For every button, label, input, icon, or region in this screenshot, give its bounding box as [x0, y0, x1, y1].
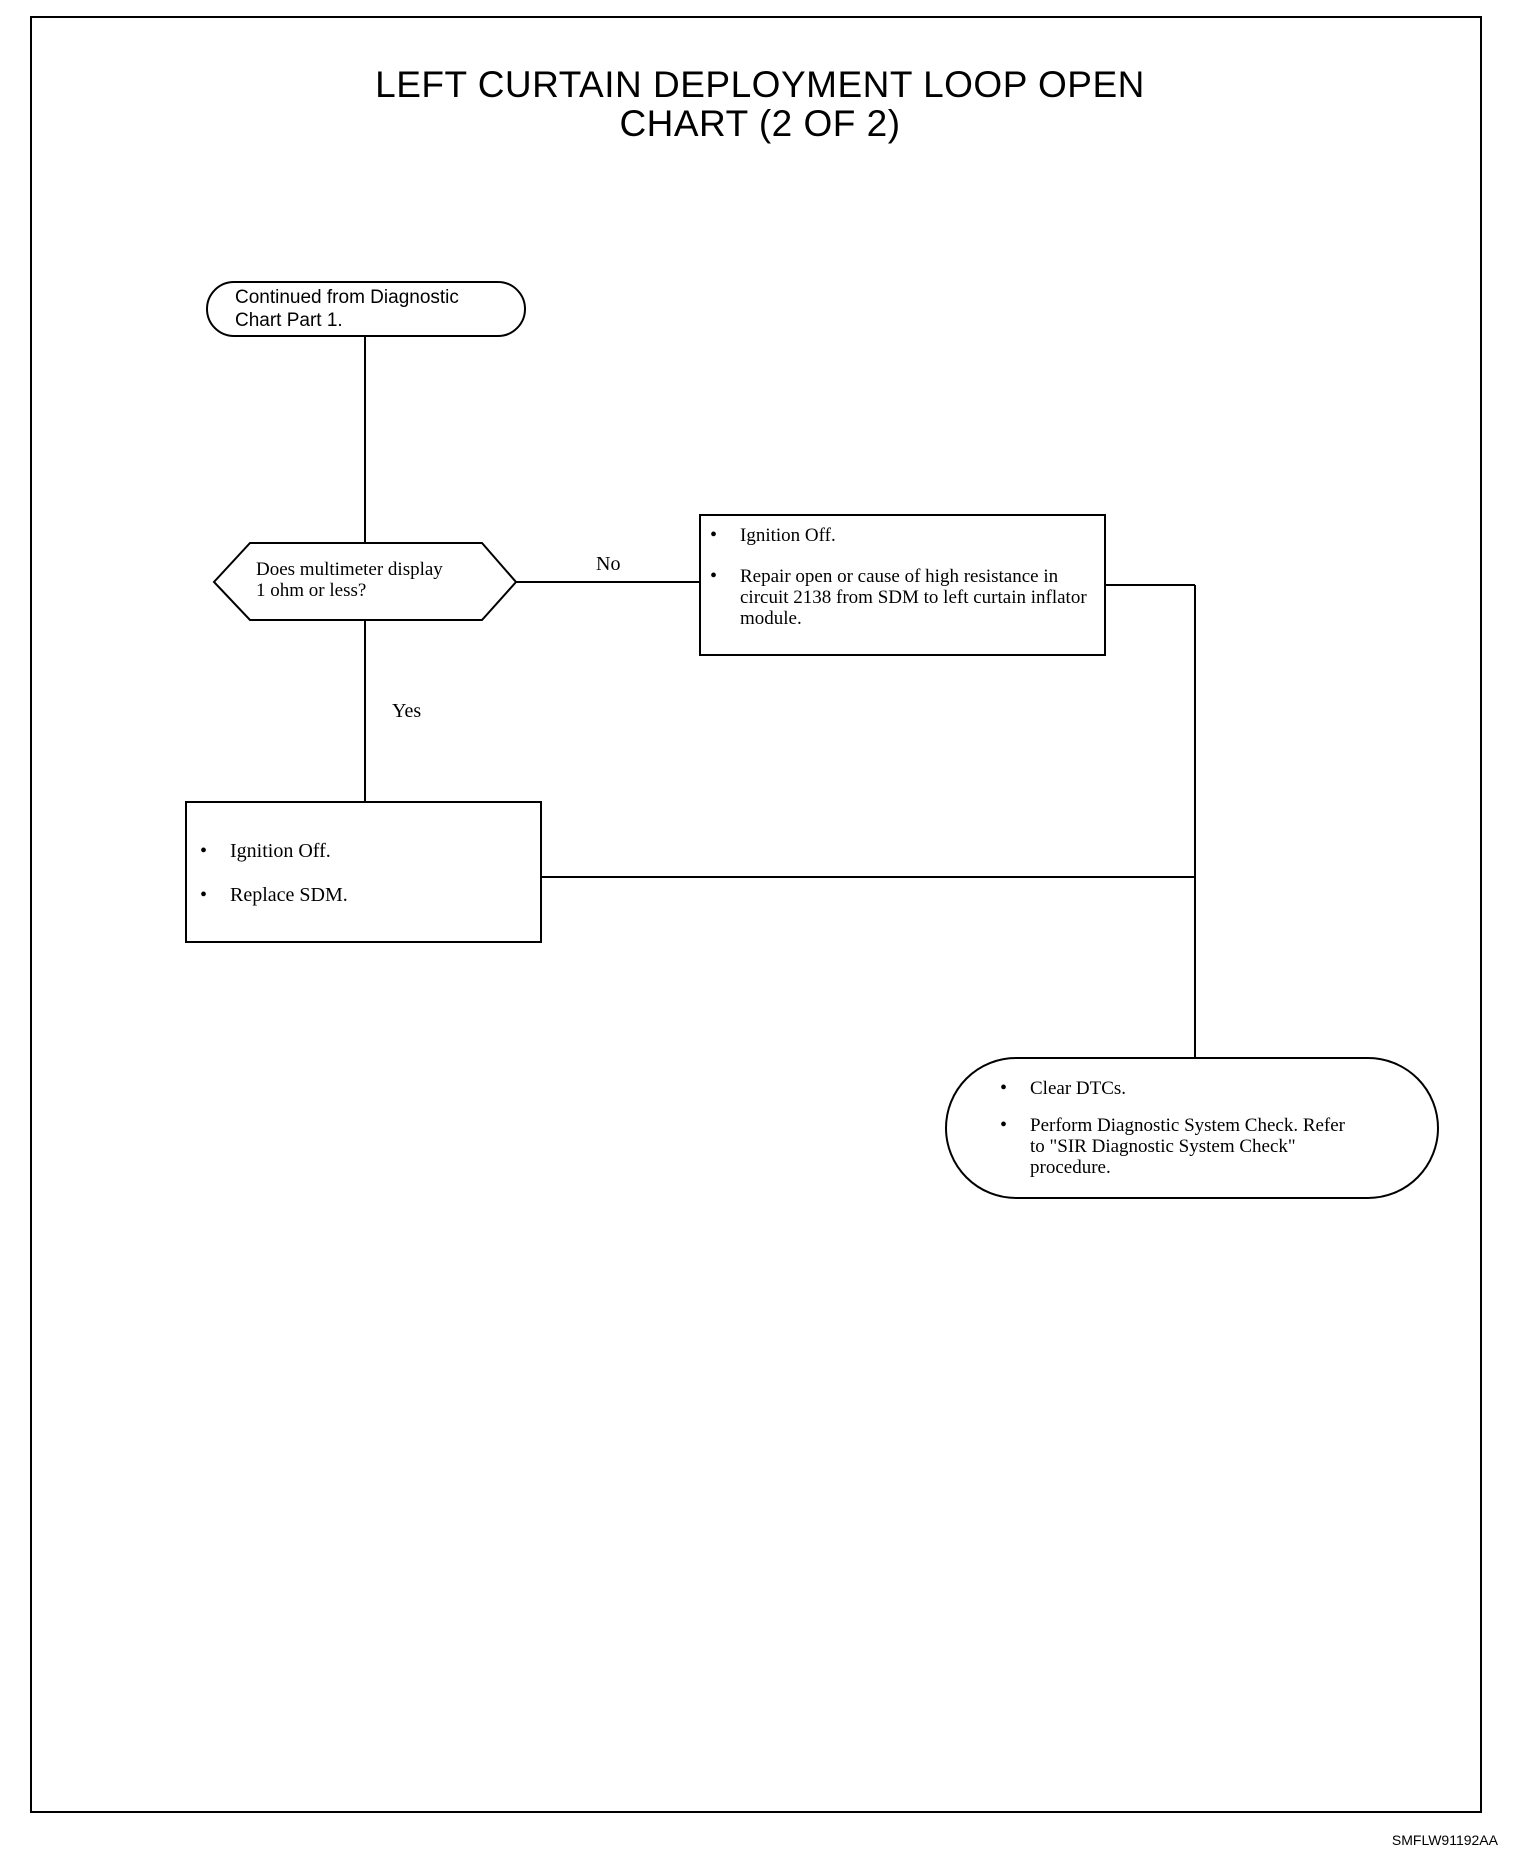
start-text-line-1: Continued from Diagnostic [235, 287, 459, 308]
start-text-line-2: Chart Part 1. [235, 310, 343, 331]
end-terminator-shape [945, 1057, 1439, 1199]
decision-shape [212, 542, 518, 621]
end-item: Clear DTCs. [1000, 1078, 1360, 1099]
figure-code: SMFLW91192AA [1391, 1832, 1498, 1848]
decision-text-line-1: Does multimeter display [256, 559, 443, 580]
yes-action-item: Replace SDM. [200, 884, 520, 906]
no-action-item: Repair open or cause of high resistance … [710, 566, 1110, 629]
no-action-box: Ignition Off. Repair open or cause of hi… [710, 525, 1110, 649]
yes-branch-label: Yes [392, 700, 422, 722]
decision-text-line-2: 1 ohm or less? [256, 580, 367, 601]
start-terminator: Continued from Diagnostic Chart Part 1. [235, 286, 459, 332]
chart-title-line-1: LEFT CURTAIN DEPLOYMENT LOOP OPEN [375, 64, 1145, 105]
yes-action-box-shape [185, 801, 542, 943]
decision-question: Does multimeter display 1 ohm or less? [256, 559, 443, 601]
end-terminator: Clear DTCs. Perform Diagnostic System Ch… [1000, 1078, 1360, 1194]
page-frame [30, 16, 1482, 1813]
yes-action-box: Ignition Off. Replace SDM. [200, 840, 520, 928]
chart-title: LEFT CURTAIN DEPLOYMENT LOOP OPEN CHART … [0, 65, 1520, 143]
yes-action-item: Ignition Off. [200, 840, 520, 862]
end-item: Perform Diagnostic System Check. Refer t… [1000, 1115, 1360, 1178]
no-branch-label: No [596, 553, 621, 575]
chart-title-line-2: CHART (2 OF 2) [619, 103, 901, 144]
no-action-item: Ignition Off. [710, 525, 1110, 546]
